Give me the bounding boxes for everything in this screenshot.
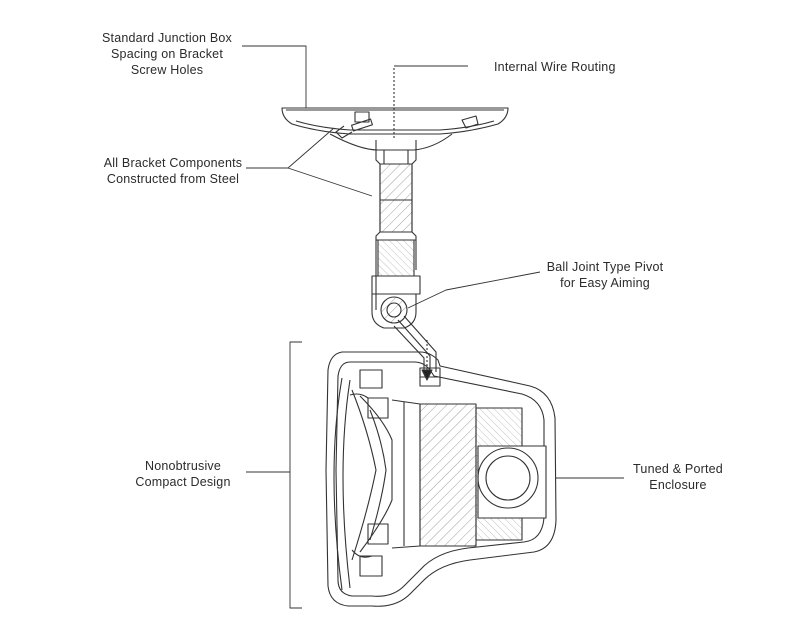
- label-line: Tuned & Ported: [633, 462, 723, 476]
- label-line: All Bracket Components: [103, 156, 243, 170]
- label-junction-box: Standard Junction Box Spacing on Bracket…: [82, 30, 252, 78]
- mounting-plate: [281, 107, 509, 151]
- label-enclosure: Tuned & Ported Enclosure: [618, 461, 738, 493]
- label-line: Ball Joint Type Pivot: [546, 260, 664, 274]
- label-line: Screw Holes: [130, 63, 204, 77]
- label-wire-routing: Internal Wire Routing: [494, 59, 616, 75]
- label-line: for Easy Aiming: [560, 276, 650, 290]
- wire-route-dashed: [393, 68, 433, 381]
- label-compact-design: Nonobtrusive Compact Design: [118, 458, 248, 490]
- label-line: Enclosure: [649, 478, 707, 492]
- label-line: Standard Junction Box: [102, 31, 232, 45]
- label-ball-joint: Ball Joint Type Pivot for Easy Aiming: [530, 259, 680, 291]
- label-bracket-steel: All Bracket Components Constructed from …: [88, 155, 258, 187]
- label-line: Nonobtrusive: [144, 459, 222, 473]
- speaker-enclosure: [325, 351, 557, 607]
- bracket-stem: [371, 140, 421, 310]
- leader-lines: [242, 45, 624, 609]
- label-line: Compact Design: [135, 475, 231, 489]
- label-line: Spacing on Bracket: [111, 47, 223, 61]
- label-line: Internal Wire Routing: [494, 60, 616, 74]
- label-line: Constructed from Steel: [106, 172, 240, 186]
